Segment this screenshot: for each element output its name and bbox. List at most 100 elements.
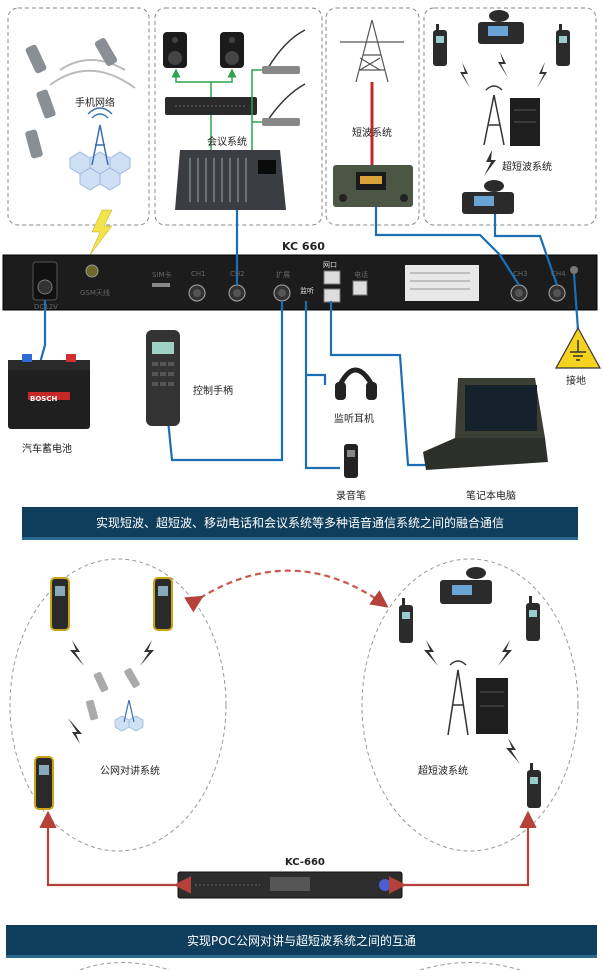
- dc-power-port: [32, 261, 58, 301]
- kc660-rack-unit: [177, 871, 403, 899]
- audio-mixer-icon: [175, 150, 286, 210]
- cellphone-icon-3: [25, 129, 43, 159]
- network-port: [323, 270, 341, 303]
- handheld-radio-icon-1: [433, 24, 447, 66]
- port-ch1-label: CH1: [191, 270, 206, 278]
- car-battery-icon: [8, 354, 90, 429]
- ultrashortwave-panel: [423, 7, 597, 226]
- conference-panel: [154, 7, 323, 226]
- cell-tower-icon: [87, 107, 113, 166]
- bottom-banner: 实现POC公网对讲与超短波系统之间的互通: [6, 925, 597, 958]
- port-expand-label: 扩展: [276, 271, 290, 279]
- control-handset-icon: [146, 330, 180, 426]
- port-network-label: 网口: [323, 261, 337, 269]
- conference-illustration: [163, 29, 306, 210]
- amplifier-icon: [165, 97, 257, 115]
- vehicle-radio-icon-1: [478, 10, 524, 44]
- ground-warning-icon: [554, 326, 602, 369]
- poc-system-ellipse: [9, 558, 227, 852]
- conference-mic-icon-1: [262, 29, 306, 74]
- poc-phone-icon-2: [153, 577, 173, 631]
- shortwave-to-ch3-cable: [374, 207, 520, 286]
- radio-link-bolts: [460, 52, 547, 176]
- speaker-icon-left: [163, 32, 187, 68]
- ch1-port: [188, 284, 206, 302]
- port-phone-label: 电话: [354, 271, 368, 279]
- ch3-port: [510, 284, 528, 302]
- monitor-to-headphone-cable: [306, 373, 327, 385]
- control-handset-label: 控制手柄: [193, 386, 233, 397]
- shortwave-system-label: 短波系统: [352, 128, 392, 139]
- poc-network-icon: [85, 668, 144, 732]
- voice-recorder-icon: [344, 444, 358, 478]
- repeater-cabinet-icon: [510, 98, 540, 146]
- poc-phone-icon-3: [34, 756, 54, 810]
- cellphone-icon-1: [25, 44, 47, 74]
- port-dc-label: DC12V: [34, 303, 58, 311]
- bottom-vehicle-radio-icon: [440, 567, 492, 604]
- bottom-handheld-radio-icon-1: [399, 598, 413, 643]
- ground-label: 接地: [566, 376, 586, 387]
- headphones-label: 监听耳机: [334, 414, 374, 425]
- car-battery-label: 汽车蓄电池: [22, 444, 72, 455]
- shortwave-radio-icon: [333, 165, 413, 207]
- interconnect-dashed-arrow: [184, 569, 389, 613]
- conference-system-label: 会议系统: [207, 137, 247, 148]
- shortwave-illustration: [333, 19, 413, 207]
- port-monitor-label: 监听: [300, 287, 314, 295]
- ch2-port: [228, 284, 246, 302]
- repeater-tower-icon: [483, 85, 505, 146]
- ultrashortwave-link-bolts: [424, 640, 520, 764]
- ch4-port: [548, 284, 566, 302]
- laptop-label: 笔记本电脑: [466, 491, 516, 502]
- network-to-laptop-cable: [329, 301, 430, 467]
- sim-slot: [152, 283, 170, 287]
- gsm-antenna-port: [85, 264, 99, 278]
- ground-terminal: [570, 266, 578, 274]
- ultrashortwave-illustration: [433, 10, 570, 214]
- device-model-label: KC 660: [282, 240, 325, 253]
- rack-to-ultrashortwave-arrow: [388, 810, 537, 894]
- shortwave-panel: [325, 7, 420, 226]
- phone-port: [352, 280, 368, 296]
- port-sim-label: SIM卡: [152, 271, 172, 279]
- cell-hex-tiles: [69, 151, 131, 191]
- laptop-icon: [423, 378, 548, 470]
- ultrashortwave-system-label: 超短波系统: [502, 162, 552, 173]
- device-label-plate: [405, 265, 479, 301]
- mobile-network-label: 手机网络: [75, 98, 115, 109]
- poc-to-rack-arrow: [39, 810, 192, 894]
- mobile-network-panel: [7, 7, 150, 226]
- conference-mic-icon-2: [262, 83, 306, 126]
- mobile-network-illustration: [25, 37, 136, 256]
- top-banner: 实现短波、超短波、移动电话和会议系统等多种语音通信系统之间的融合通信: [22, 507, 578, 540]
- kc660-device: [2, 254, 598, 311]
- bottom-ultrashortwave-label: 超短波系统: [418, 766, 468, 777]
- monitor-to-recorder-cable: [304, 301, 340, 470]
- port-gsm-label: GSM天线: [80, 289, 110, 297]
- bottom-handheld-radio-icon-2: [526, 596, 540, 641]
- battery-brand-label: BOSCH: [30, 395, 58, 403]
- speaker-icon-right: [220, 32, 244, 68]
- port-ch4-label: CH4: [551, 270, 566, 278]
- bottom-handheld-radio-icon-3: [527, 763, 541, 808]
- bottom-device-model-label: KC-660: [285, 857, 325, 868]
- bottom-repeater-cabinet-icon: [476, 678, 508, 734]
- poc-phone-icon-1: [50, 577, 70, 631]
- headphones-icon: [335, 367, 377, 400]
- wireless-lightning-icon: [89, 209, 113, 256]
- ultrashortwave-to-ch4-cable: [493, 214, 559, 286]
- port-ch3-label: CH3: [513, 270, 528, 278]
- expand-port: [273, 284, 291, 302]
- recorder-label: 录音笔: [336, 491, 366, 502]
- bottom-repeater-tower-icon: [447, 660, 469, 736]
- vehicle-radio-icon-2: [462, 180, 514, 214]
- cellphone-icon-4: [94, 37, 118, 67]
- ground-cable: [572, 273, 580, 331]
- handset-to-expand-cable: [166, 301, 284, 462]
- ultrashortwave-system-ellipse: [361, 558, 579, 852]
- poc-system-label: 公网对讲系统: [100, 766, 160, 777]
- poc-link-bolts: [68, 640, 154, 744]
- cellphone-icon-2: [36, 89, 56, 119]
